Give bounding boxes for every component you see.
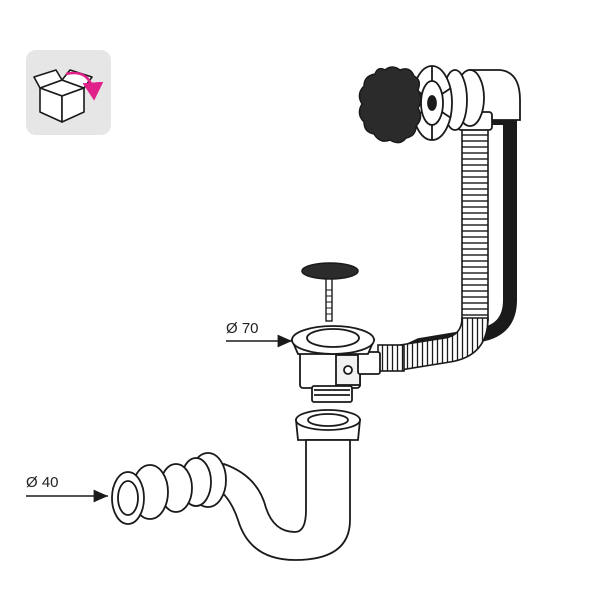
trap-nut (295, 409, 361, 441)
waste-outlet-body (299, 345, 381, 403)
overflow-hose (377, 111, 517, 372)
outlet-diameter-label: Ø 40 (26, 474, 59, 491)
popup-plug (301, 262, 359, 322)
unboxing-badge (26, 50, 111, 135)
overflow-diameter-callout: Ø 70 (226, 320, 292, 348)
u-bend-trap (212, 439, 351, 561)
waste-flange (290, 325, 376, 355)
overflow-knob (358, 66, 422, 144)
rotate-arrow-icon (65, 71, 104, 101)
overflow-diameter-label: Ø 70 (226, 320, 259, 337)
outlet-diameter-callout: Ø 40 (26, 474, 108, 503)
plug-cap (301, 262, 359, 280)
trap-inlet-fittings (111, 452, 227, 525)
